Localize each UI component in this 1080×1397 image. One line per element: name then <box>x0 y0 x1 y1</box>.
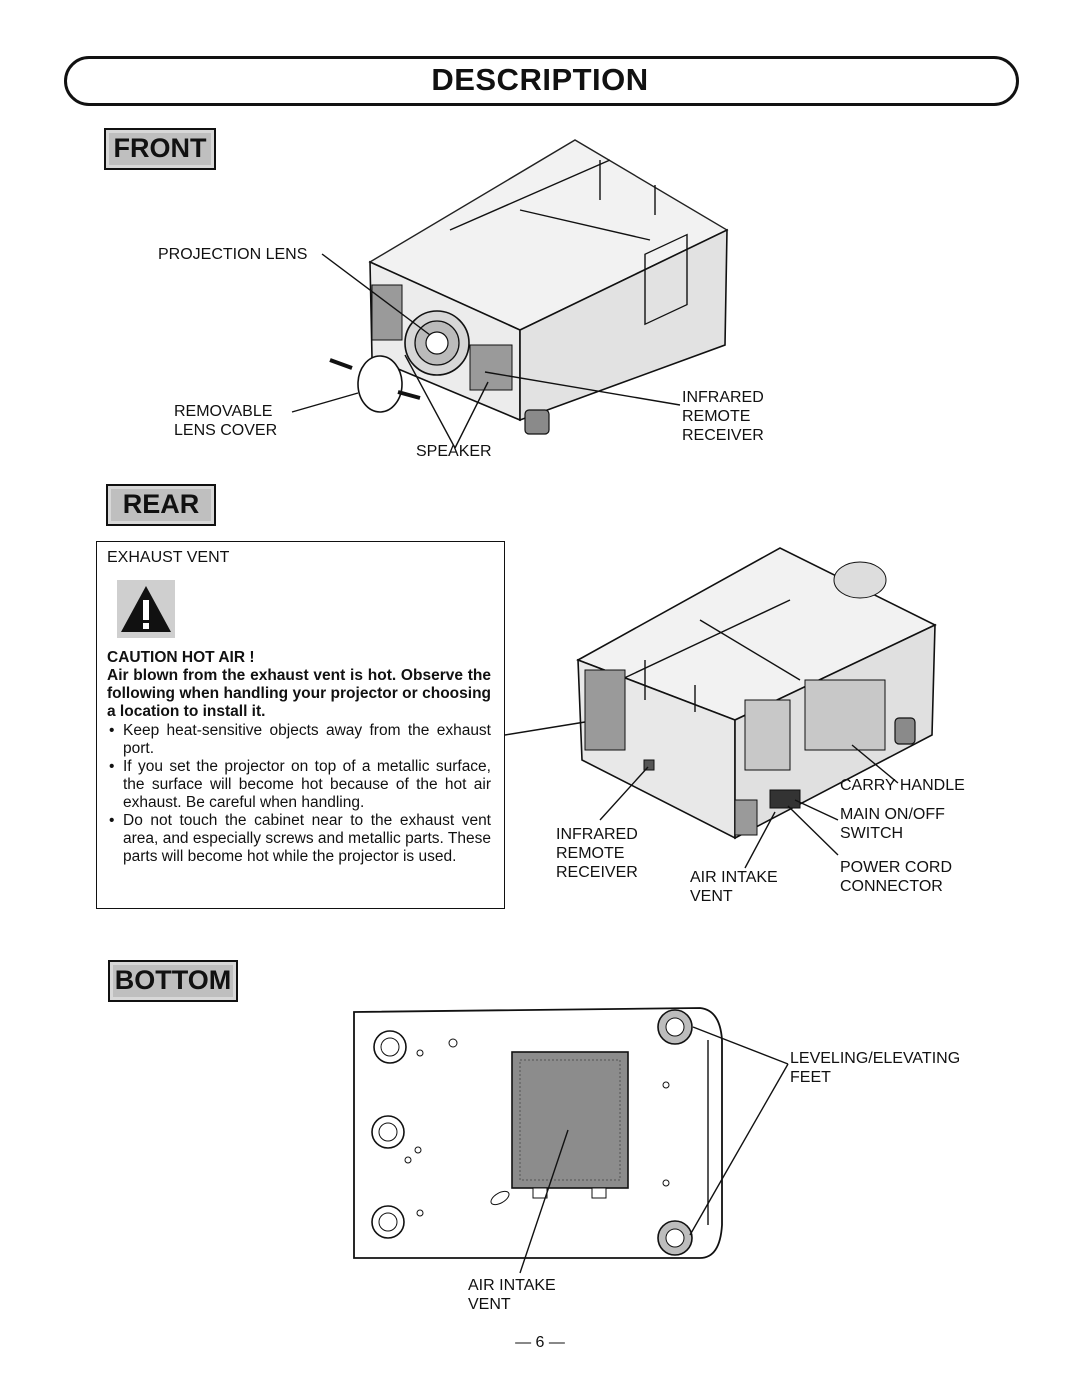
section-tab-bottom: BOTTOM <box>108 960 238 1002</box>
caution-intro: Air blown from the exhaust vent is hot. … <box>107 667 491 720</box>
caution-bullet: Do not touch the cabinet near to the exh… <box>107 812 491 866</box>
label-leveling-elevating-feet: LEVELING/ELEVATING FEET <box>790 1050 961 1086</box>
label-infrared-remote-receiver-front: INFRARED REMOTE RECEIVER <box>682 389 764 444</box>
rear-power-switch <box>769 789 801 809</box>
bottom-projector-illustration <box>353 1007 789 1274</box>
front-foot <box>524 409 550 435</box>
front-projector-illustration <box>291 139 729 449</box>
warning-triangle-icon <box>117 580 175 638</box>
front-lens-cover <box>357 355 403 413</box>
caution-bullet: Keep heat-sensitive objects away from th… <box>107 722 491 758</box>
rear-air-intake-vent <box>734 799 758 836</box>
label-projection-lens: PROJECTION LENS <box>158 246 308 263</box>
label-removable-lens-cover: REMOVABLE LENS COVER <box>174 403 278 439</box>
label-main-on-off-switch: MAIN ON/OFF SWITCH <box>840 806 945 842</box>
bottom-air-intake-grill <box>511 1051 629 1189</box>
caution-box: EXHAUST VENT CAUTION HOT AIR ! Air blown… <box>96 541 505 909</box>
front-vent-right <box>469 344 513 391</box>
label-power-cord-connector: POWER CORD CONNECTOR <box>840 859 952 895</box>
page-number: — 6 — <box>515 1334 565 1351</box>
label-air-intake-vent-rear: AIR INTAKE VENT <box>690 869 778 905</box>
front-projector-side <box>519 228 728 422</box>
front-vent-left <box>371 284 403 341</box>
rear-projector-illustration <box>504 547 937 869</box>
section-tab-rear: REAR <box>106 484 216 526</box>
rear-foot <box>894 717 916 745</box>
page-title: DESCRIPTION <box>431 62 649 97</box>
label-speaker: SPEAKER <box>416 443 492 460</box>
section-tab-front: FRONT <box>104 128 216 170</box>
caution-bullet: If you set the projector on top of a met… <box>107 758 491 812</box>
label-infrared-remote-receiver-rear: INFRARED REMOTE RECEIVER <box>556 826 638 881</box>
rear-connector-panel <box>744 699 791 771</box>
caution-heading: EXHAUST VENT <box>107 549 230 566</box>
caution-title: CAUTION HOT AIR ! <box>107 649 255 666</box>
rear-exhaust-vent <box>584 669 626 751</box>
label-air-intake-vent-bottom: AIR INTAKE VENT <box>468 1277 556 1313</box>
title-frame <box>64 56 1019 106</box>
label-carry-handle: CARRY HANDLE <box>840 777 965 794</box>
